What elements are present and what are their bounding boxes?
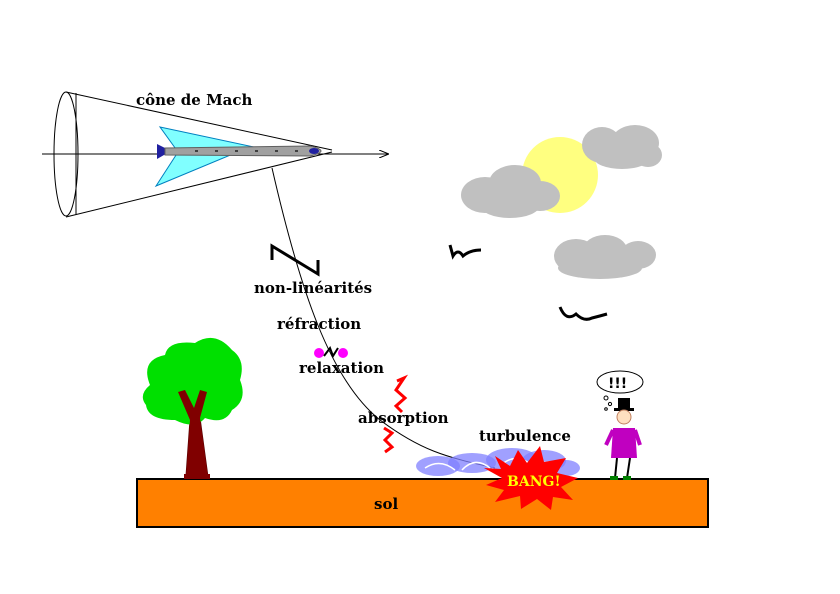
mach-cone <box>53 91 333 218</box>
absorption-zigzag-icon <box>382 426 395 454</box>
ground-label: sol <box>374 495 398 513</box>
thought-bubble <box>596 370 644 411</box>
bird <box>558 306 608 321</box>
observer-person <box>604 398 642 480</box>
bird <box>448 244 482 260</box>
bang-burst <box>484 446 578 510</box>
absorption-zigzag-icon <box>393 374 409 414</box>
bang-label: BANG! <box>507 474 561 490</box>
aircraft <box>154 126 322 188</box>
n-wave-icon <box>270 243 320 277</box>
relaxation-label: relaxation <box>299 359 384 377</box>
refraction-label: réfraction <box>277 315 361 333</box>
cloud <box>461 165 560 218</box>
nonlinear-label: non-linéarités <box>254 279 372 297</box>
cloud <box>554 235 656 279</box>
tree <box>142 337 243 479</box>
cloud <box>582 125 662 169</box>
absorption-label: absorption <box>358 409 449 427</box>
turbulence-label: turbulence <box>479 427 571 445</box>
ground <box>136 478 709 528</box>
mach-cone-label: cône de Mach <box>136 91 253 109</box>
shock-wave-path <box>271 167 496 469</box>
exclamation-label: !!! <box>608 376 627 392</box>
relaxation-molecule-icon <box>314 345 348 359</box>
